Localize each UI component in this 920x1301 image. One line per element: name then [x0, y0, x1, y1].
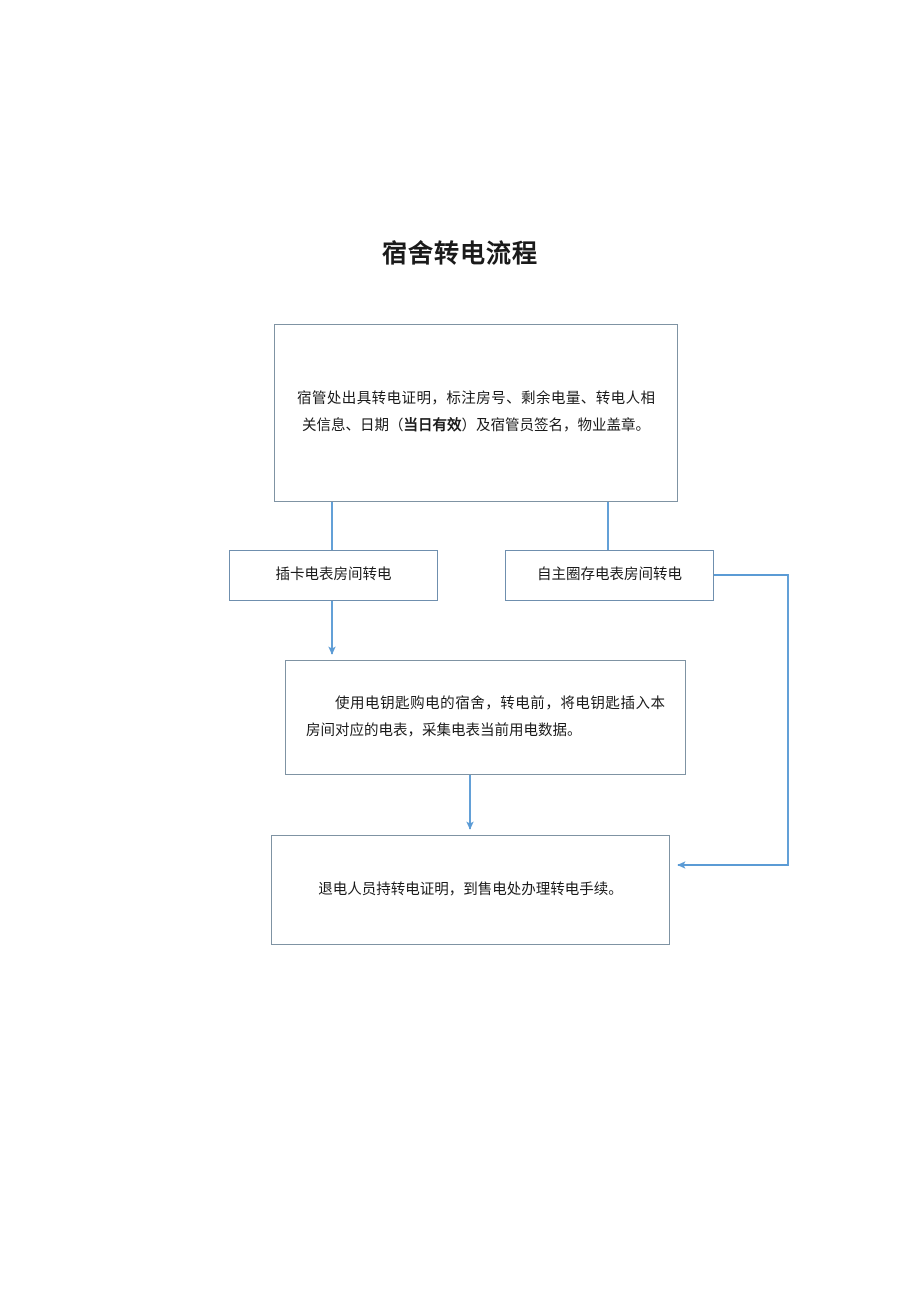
self-load-meter-room-transfer-label: 自主圈存电表房间转电: [537, 567, 682, 584]
issue-certificate-text-prefix: 宿管处出具转电证明，标注房号、剩余电量、转电人相关信息、日期（: [297, 391, 655, 434]
page-title: 宿舍转电流程: [381, 240, 538, 268]
collect-meter-data-node[interactable]: 使用电钥匙购电的宿舍，转电前，将电钥匙插入本房间对应的电表，采集电表当前用电数据…: [285, 660, 686, 775]
card-meter-room-transfer-label: 插卡电表房间转电: [275, 567, 392, 584]
finalize-transfer-label: 退电人员持转电证明，到售电处办理转电手续。: [318, 881, 623, 898]
card-meter-room-transfer-node[interactable]: 插卡电表房间转电: [229, 550, 438, 601]
self-load-meter-room-transfer-node[interactable]: 自主圈存电表房间转电: [505, 550, 714, 601]
connector-selfload-meter-to-finalize: [677, 574, 789, 869]
issue-certificate-text: 宿管处出具转电证明，标注房号、剩余电量、转电人相关信息、日期（当日有效）及宿管员…: [275, 386, 677, 440]
collect-meter-data-label: 使用电钥匙购电的宿舍，转电前，将电钥匙插入本房间对应的电表，采集电表当前用电数据…: [306, 695, 665, 739]
issue-certificate-text-suffix: ）及宿管员签名，物业盖章。: [461, 418, 651, 434]
finalize-transfer-node[interactable]: 退电人员持转电证明，到售电处办理转电手续。: [271, 835, 670, 945]
issue-certificate-node[interactable]: 宿管处出具转电证明，标注房号、剩余电量、转电人相关信息、日期（当日有效）及宿管员…: [274, 324, 678, 502]
issue-certificate-text-emphasis: 当日有效: [403, 418, 462, 434]
